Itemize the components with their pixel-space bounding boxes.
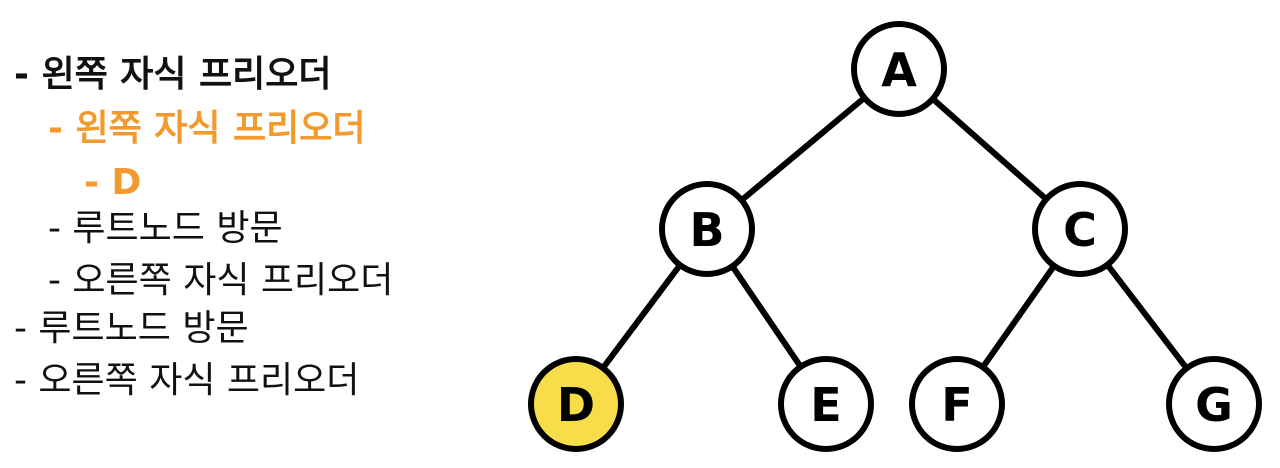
node-label: A xyxy=(881,43,917,97)
tree-node-d: D xyxy=(528,356,624,452)
preorder-steps-list: - 왼쪽 자식 프리오더 - 왼쪽 자식 프리오더 - D - 루트노드 방문 … xyxy=(0,0,520,468)
tree-node-b: B xyxy=(659,181,755,277)
step-line: - 오른쪽 자식 프리오더 xyxy=(48,260,394,301)
node-label: D xyxy=(557,378,595,432)
step-line: - 오른쪽 자식 프리오더 xyxy=(14,360,360,401)
tree-node-f: F xyxy=(909,356,1005,452)
node-label: F xyxy=(941,378,972,432)
step-line-highlighted: - D xyxy=(84,162,142,203)
node-circle xyxy=(851,21,947,117)
node-circle xyxy=(909,356,1005,452)
tree-node-e: E xyxy=(778,356,874,452)
tree-node-c: C xyxy=(1032,181,1128,277)
node-circle xyxy=(1166,356,1262,452)
node-circle xyxy=(1032,181,1128,277)
step-line: - 루트노드 방문 xyxy=(14,308,249,349)
node-label: C xyxy=(1063,203,1097,257)
node-circle xyxy=(659,181,755,277)
step-line: - 왼쪽 자식 프리오더 xyxy=(14,54,332,95)
node-label: B xyxy=(689,203,724,257)
step-line: - 루트노드 방문 xyxy=(48,208,283,249)
tree-node-g: G xyxy=(1166,356,1262,452)
node-circle-highlighted xyxy=(528,356,624,452)
node-label: G xyxy=(1195,378,1233,432)
node-circle xyxy=(778,356,874,452)
tree-node-a: A xyxy=(851,21,947,117)
node-label: E xyxy=(810,378,841,432)
step-line-highlighted: - 왼쪽 자식 프리오더 xyxy=(48,108,366,149)
